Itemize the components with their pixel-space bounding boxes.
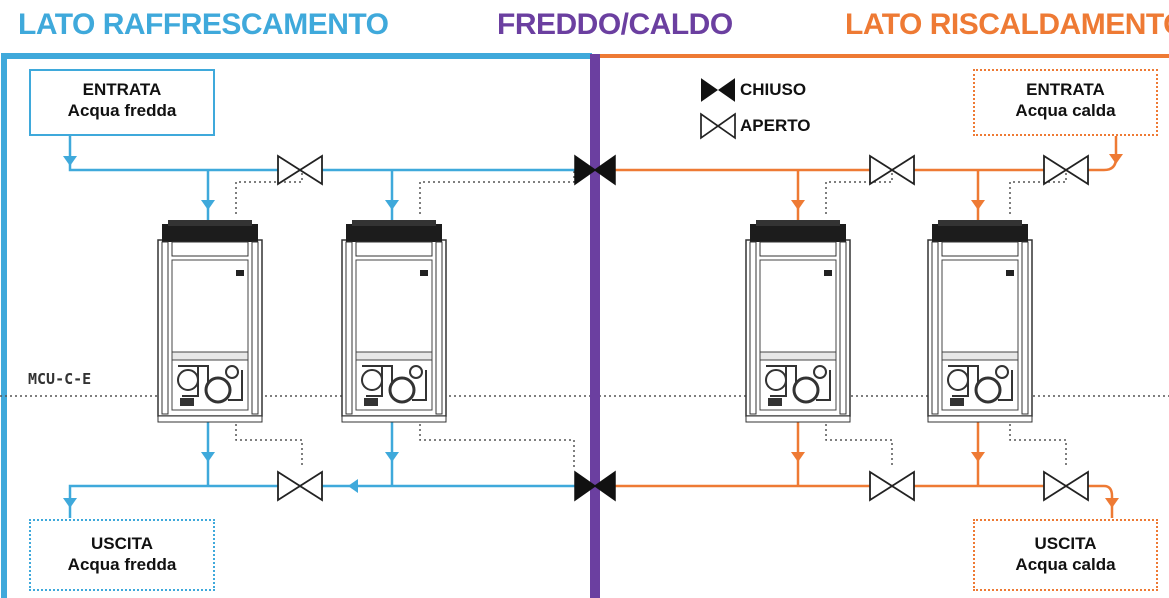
box-title: USCITA [90,534,153,553]
unit-model-label: MCU-C-E [28,370,92,388]
changeover-divider [590,54,600,598]
box-title: USCITA [1034,534,1097,553]
heat-pump-unit-icon [926,218,1034,424]
valve-open-icon [277,155,323,185]
heating-flow-arrows [791,154,1123,508]
valve-open-icon [869,471,915,501]
heat-pump-unit-icon [340,218,448,424]
box-subtitle: Acqua calda [1015,101,1116,120]
box-title: ENTRATA [82,80,162,99]
legend-closed-icon [701,78,735,102]
cooling-side-title: LATO RAFFRESCAMENTO [18,8,389,41]
valve-open-icon [1043,471,1089,501]
control-wiring [0,170,1169,470]
box-subtitle: Acqua fredda [67,555,177,574]
cooling-flow-arrows [63,156,399,508]
heating-side-title: LATO RISCALDAMENTO [845,8,1169,41]
legend-open-label: APERTO [740,116,811,135]
heat-pump-unit-icon [156,218,264,424]
box-title: ENTRATA [1026,80,1105,99]
outlet-hot-water-box: USCITA Acqua calda [973,519,1158,591]
cooling-pipes [68,136,592,518]
valve-open-icon [277,471,323,501]
box-subtitle: Acqua calda [1015,555,1116,574]
legend-open-icon [700,112,736,140]
changeover-title: FREDDO/CALDO [497,8,733,41]
cooling-side-frame [1,53,592,598]
inlet-cold-water-box: ENTRATA Acqua fredda [29,69,215,136]
legend-closed-label: CHIUSO [740,80,807,99]
inlet-hot-water-box: ENTRATA Acqua calda [973,69,1158,136]
heat-pump-unit-icon [744,218,852,424]
outlet-cold-water-box: USCITA Acqua fredda [29,519,215,591]
box-subtitle: Acqua fredda [67,101,177,120]
heating-pipes [600,136,1118,518]
